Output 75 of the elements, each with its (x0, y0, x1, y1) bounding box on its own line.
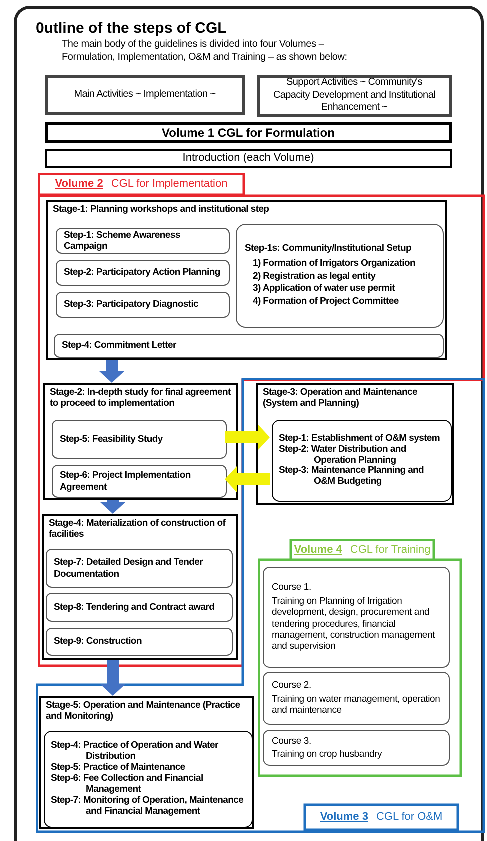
block-arrow (225, 466, 270, 492)
stage-heading: Stage-5: Operation and Maintenance (Practice and Monitoring) (46, 700, 242, 723)
step-item: Step-1: Establishment of O&M system (279, 434, 442, 445)
stage-heading: Stage-1: Planning workshops and institutional step (53, 204, 270, 216)
stage-box (43, 383, 238, 500)
volume-title: CGL for Training (350, 542, 431, 558)
step-box (52, 420, 227, 459)
step-box (56, 292, 230, 318)
block-arrow (100, 500, 126, 514)
step-label: Step-1: Scheme Awareness Campaign (64, 230, 182, 252)
intro-text: The main body of the guidelines is divided into four Volumes – Formulation, Implementation, O&M and Training – as shown below: (62, 38, 348, 64)
stage-box (46, 200, 447, 360)
step-box (56, 260, 230, 286)
step-heading: Step-1s: Community/Institutional Setup (245, 244, 412, 255)
volume-number: Volume 3 (320, 810, 368, 826)
course-box (263, 672, 450, 725)
step-item: Step-7: Monitoring of Operation, Maintenance and Financial Management (51, 796, 245, 818)
volume-box (45, 149, 452, 168)
box-label: Volume 1 CGL for Formulation (162, 124, 335, 142)
volume-box (257, 75, 452, 117)
step-label: Step-4: Commitment Letter (62, 340, 176, 352)
steps-box (272, 420, 452, 502)
stage-heading: Stage-4: Materialization of construction of facilities (49, 518, 227, 541)
step-box (52, 465, 227, 498)
step-box (56, 228, 230, 254)
course-box (263, 730, 450, 766)
volume-outline (258, 539, 462, 777)
step-label: Step-9: Construction (54, 636, 142, 648)
course-description: Training on Planning of Irrigation development, design, procurement and tendering procedures, financial management, construction management and supervision (272, 596, 436, 653)
course-title: Course 3. (272, 736, 312, 747)
box-label: Main Activities ~ Implementation ~ (74, 88, 216, 102)
step-item: Step-5: Practice of Maintenance (51, 763, 186, 774)
block-arrow (100, 660, 126, 696)
volume-box (45, 122, 452, 143)
list-item: 4) Formation of Project Committee (252, 297, 400, 308)
course-title: Course 2. (272, 680, 312, 692)
steps-box (44, 731, 253, 828)
volume-number: Volume 4 (294, 542, 342, 558)
course-description: Training on crop husbandry (272, 749, 384, 760)
step-box (236, 224, 444, 328)
box-label: Introduction (each Volume) (182, 151, 314, 166)
block-arrow (99, 360, 125, 383)
box-label: Support Activities ~ Community's Capacity Development and Institutional Enhancement ~ (272, 77, 437, 115)
volume-title: CGL for O&M (376, 810, 443, 826)
volume-number: Volume 2 (55, 177, 104, 192)
volume-box (45, 75, 245, 115)
stage-heading: Stage-3: Operation and Maintenance (System and Planning) (263, 387, 418, 410)
step-label: Step-5: Feasibility Study (60, 434, 163, 446)
course-title: Course 1. (272, 582, 312, 594)
step-label: Step-8: Tendering and Contract award (54, 602, 215, 614)
stage-box (39, 696, 254, 829)
step-box (54, 334, 444, 358)
stage-box (42, 514, 238, 660)
step-item: Step-4: Practice of Operation and Water Distribution (51, 741, 220, 763)
volume-outline (36, 378, 485, 833)
course-box (263, 567, 450, 668)
stage-box (256, 383, 454, 505)
step-box (46, 628, 233, 656)
list-item: 3) Application of water use permit (252, 284, 396, 296)
step-box (46, 593, 233, 622)
step-item: Step-3: Maintenance Planning and O&M Budgeting (279, 466, 426, 488)
step-label: Step-6: Project Implementation Agreement (60, 470, 192, 493)
step-item: Step-2: Water Distribution and Operation Planning (279, 444, 408, 466)
block-arrow (225, 424, 270, 450)
course-description: Training on water management, operation and maintenance (272, 694, 441, 717)
step-label: Step-3: Participatory Diagnostic (64, 299, 199, 311)
volume-title: CGL for Implementation (111, 177, 228, 192)
step-label: Step-2: Participatory Action Planning (64, 267, 220, 279)
step-item: Step-6: Fee Collection and Financial Management (51, 774, 204, 796)
list-item: 1) Formation of Irrigators Organization (252, 258, 416, 270)
stage-heading: Stage-2: In-depth study for final agreement to proceed to implementation (50, 387, 232, 410)
step-box (46, 549, 233, 588)
list-item: 2) Registration as legal entity (252, 272, 377, 282)
title: 0utline of the steps of CGL (36, 19, 227, 39)
step-label: Step-7: Detailed Design and Tender Documentation (54, 557, 204, 580)
